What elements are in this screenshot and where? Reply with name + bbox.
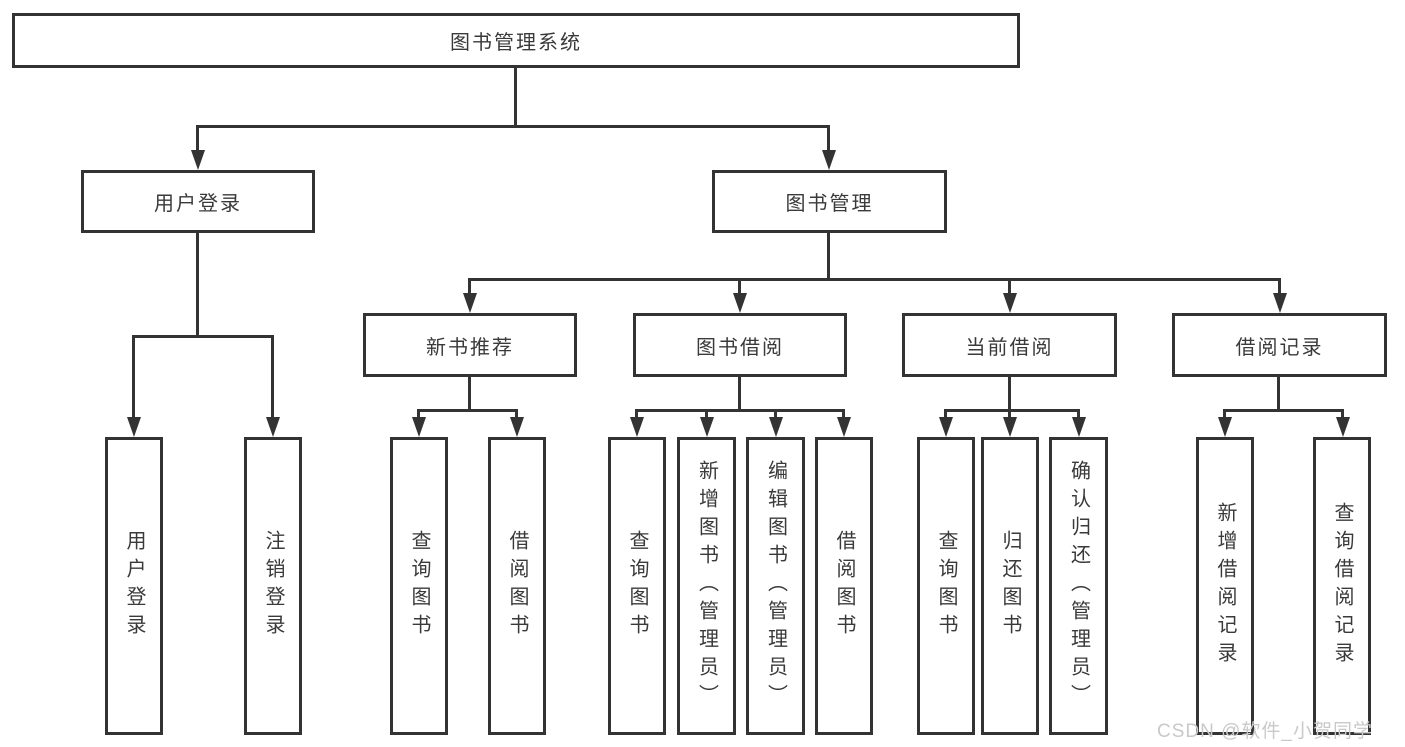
arrow-down-icon	[1003, 417, 1017, 437]
leaf-query-borrow-record: 查询借阅记录	[1313, 437, 1371, 735]
leaf-query-books-recommend-label: 查询图书	[408, 530, 430, 642]
arrow-down-icon	[1273, 293, 1287, 313]
arrow-down-icon	[939, 417, 953, 437]
leaf-add-book-admin: 新增图书（管理员）	[677, 437, 736, 735]
connector-drop	[468, 377, 471, 412]
arrow-down-icon	[463, 293, 477, 313]
connector-rail-recommend	[417, 409, 518, 412]
arrow-down-icon	[733, 293, 747, 313]
leaf-query-borrow-record-label: 查询借阅记录	[1331, 502, 1353, 670]
arrow-down-icon	[700, 417, 714, 437]
arrow-down-icon	[822, 150, 836, 170]
node-new-book-recommend-label: 新书推荐	[426, 336, 514, 359]
connector-rail-level3	[468, 278, 1281, 281]
connector-drop	[1077, 409, 1080, 419]
node-user-login: 用户登录	[81, 170, 315, 233]
node-new-book-recommend: 新书推荐	[363, 313, 577, 377]
connector-drop	[1278, 278, 1281, 295]
connector-drop	[705, 409, 708, 419]
connector-rail-borrow	[635, 409, 845, 412]
connector-drop	[417, 409, 420, 419]
connector-drop	[827, 125, 830, 152]
node-borrow-records: 借阅记录	[1172, 313, 1387, 377]
node-book-borrow-label: 图书借阅	[696, 336, 784, 359]
arrow-down-icon	[510, 417, 524, 437]
arrow-down-icon	[1336, 417, 1350, 437]
leaf-logout-label: 注销登录	[262, 530, 284, 642]
connector-drop	[738, 377, 741, 412]
leaf-query-books-recommend: 查询图书	[390, 437, 448, 735]
leaf-return-book-label: 归还图书	[999, 530, 1021, 642]
leaf-query-books-borrow: 查询图书	[608, 437, 666, 735]
connector-drop	[1008, 377, 1011, 412]
leaf-confirm-return-admin: 确认归还（管理员）	[1049, 437, 1108, 735]
connector-drop	[468, 278, 471, 295]
leaf-query-books-current-label: 查询图书	[935, 530, 957, 642]
connector-drop	[774, 409, 777, 419]
connector-rail-current	[944, 409, 1080, 412]
arrow-down-icon	[266, 417, 280, 437]
connector-drop	[1008, 409, 1011, 419]
arrow-down-icon	[837, 417, 851, 437]
arrow-down-icon	[630, 417, 644, 437]
connector-drop	[196, 233, 199, 337]
connector-drop	[196, 125, 199, 152]
connector-drop	[944, 409, 947, 419]
node-library-system-label: 图书管理系统	[450, 32, 582, 54]
node-book-management-label: 图书管理	[785, 193, 874, 215]
connector-drop	[1277, 377, 1280, 412]
node-borrow-records-label: 借阅记录	[1235, 336, 1324, 359]
leaf-return-book: 归还图书	[981, 437, 1039, 735]
leaf-borrow-books-recommend-label: 借阅图书	[506, 530, 528, 642]
arrow-down-icon	[1072, 417, 1086, 437]
node-current-borrow-label: 当前借阅	[965, 336, 1054, 359]
arrow-down-icon	[191, 150, 205, 170]
leaf-confirm-return-admin-label: 确认归还（管理员）	[1067, 460, 1090, 712]
connector-drop	[271, 335, 274, 418]
leaf-user-login: 用户登录	[105, 437, 163, 735]
leaf-query-books-borrow-label: 查询图书	[626, 530, 648, 642]
connector-rail-level1	[196, 125, 830, 128]
connector-rail-records	[1223, 409, 1344, 412]
leaf-edit-book-admin-label: 编辑图书（管理员）	[764, 460, 787, 712]
leaf-query-books-current: 查询图书	[917, 437, 975, 735]
leaf-user-login-label: 用户登录	[123, 530, 145, 642]
node-book-management: 图书管理	[712, 170, 947, 233]
connector-drop	[1223, 409, 1226, 419]
arrow-down-icon	[127, 417, 141, 437]
arrow-down-icon	[1003, 293, 1017, 313]
arrow-down-icon	[1218, 417, 1232, 437]
connector-drop	[132, 335, 135, 418]
arrow-down-icon	[769, 417, 783, 437]
csdn-watermark: CSDN @软件_小贺同学	[1157, 721, 1373, 742]
arrow-down-icon	[412, 417, 426, 437]
leaf-borrow-books-label: 借阅图书	[833, 530, 855, 642]
leaf-borrow-books: 借阅图书	[815, 437, 873, 735]
leaf-edit-book-admin: 编辑图书（管理员）	[746, 437, 805, 735]
leaf-add-borrow-record: 新增借阅记录	[1196, 437, 1254, 735]
node-library-system: 图书管理系统	[12, 13, 1020, 68]
connector-drop	[1008, 278, 1011, 295]
leaf-add-book-admin-label: 新增图书（管理员）	[695, 460, 718, 712]
connector-drop	[738, 278, 741, 295]
node-user-login-label: 用户登录	[154, 193, 242, 215]
connector-rail-user-login	[132, 335, 274, 338]
connector-drop	[842, 409, 845, 419]
connector-drop	[1341, 409, 1344, 419]
connector-drop	[635, 409, 638, 419]
node-book-borrow: 图书借阅	[633, 313, 847, 377]
leaf-add-borrow-record-label: 新增借阅记录	[1214, 502, 1236, 670]
connector-drop	[827, 233, 830, 280]
connector-drop	[515, 409, 518, 419]
leaf-borrow-books-recommend: 借阅图书	[488, 437, 546, 735]
connector-trunk	[514, 68, 517, 126]
node-current-borrow: 当前借阅	[902, 313, 1117, 377]
leaf-logout: 注销登录	[244, 437, 302, 735]
